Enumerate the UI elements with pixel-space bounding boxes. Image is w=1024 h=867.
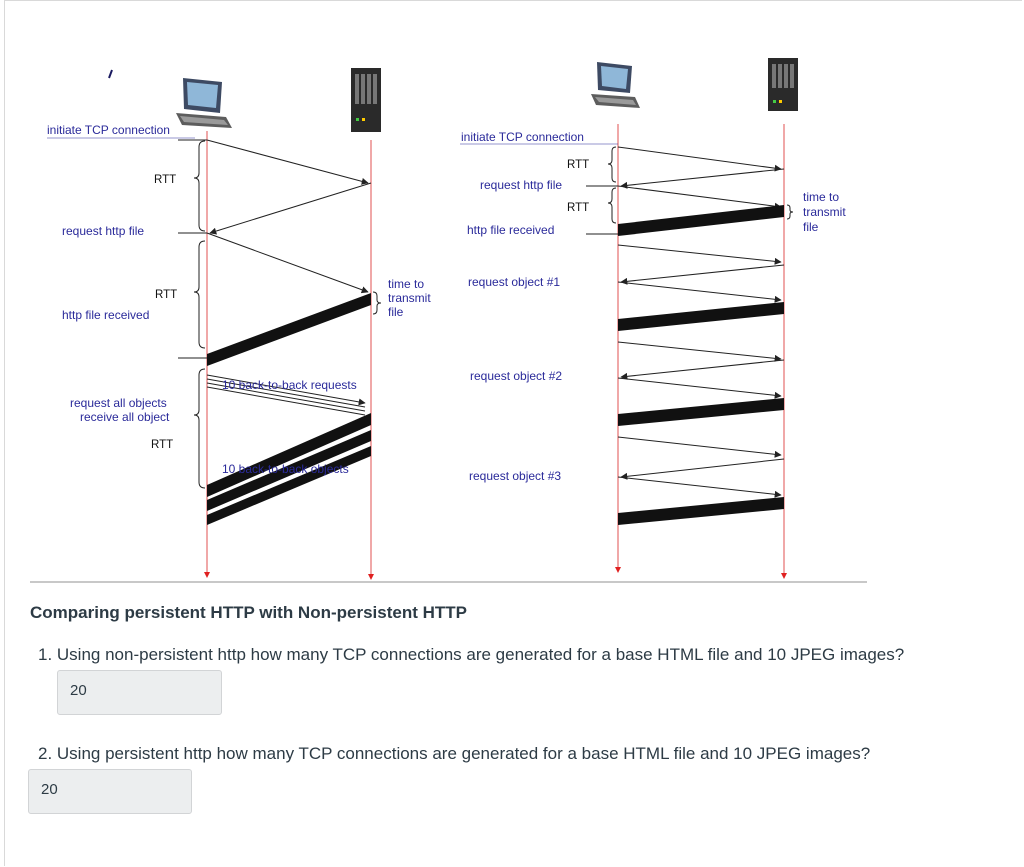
answer-2-field[interactable]: 20 (28, 769, 192, 814)
request-arrow (617, 185, 782, 210)
left-time-to-label: time to (388, 277, 424, 291)
left-request-label: request http file (62, 224, 144, 238)
right-time-to-label: time to (803, 190, 839, 204)
tcp-syn-arrow (206, 139, 369, 185)
right-received-label: http file received (467, 223, 554, 237)
left-rtt-label-3: RTT (151, 439, 173, 451)
question-1-text: 1. Using non-persistent http how many TC… (38, 645, 905, 664)
answer-1-field[interactable]: 20 (57, 670, 222, 715)
file-transfer-bar (207, 293, 371, 366)
left-file-label: file (388, 305, 404, 319)
tcp-syn-arrow (617, 146, 782, 172)
client-time-arrow (204, 572, 210, 578)
question-2-text: 2. Using persistent http how many TCP co… (38, 744, 871, 763)
object-1-exchange (617, 244, 785, 331)
object-2-exchange (617, 341, 785, 426)
rtt-brace-1 (193, 140, 206, 232)
left-received-label: http file received (62, 308, 149, 322)
right-rtt-label-2: RTT (567, 202, 589, 214)
right-transmit-label: transmit (803, 205, 846, 219)
request-arrow (206, 232, 369, 294)
left-transmit-label: transmit (388, 291, 431, 305)
client-time-arrow (615, 567, 621, 573)
right-object-3-label: request object #3 (469, 469, 561, 483)
right-object-2-label: request object #2 (470, 369, 562, 383)
transmit-brace (372, 291, 382, 315)
server-icon (351, 68, 381, 132)
rtt-brace-1 (607, 146, 617, 183)
b2b-objects-label: 10 back-to-back objects (222, 462, 349, 476)
left-request-all-label: request all objects (70, 396, 167, 410)
right-object-1-label: request object #1 (468, 275, 560, 289)
left-initiate-label: initiate TCP connection (47, 123, 170, 137)
transmit-brace (786, 204, 794, 220)
object-3-exchange (617, 436, 785, 525)
left-rtt-label-1: RTT (154, 174, 176, 186)
right-initiate-label: initiate TCP connection (461, 130, 584, 144)
tcp-synack-arrow (209, 182, 372, 235)
content-frame (4, 0, 1022, 866)
left-receive-all-label: receive all object (80, 410, 170, 424)
divider (30, 581, 867, 583)
back-to-back-requests (206, 374, 366, 416)
left-rtt-label-2: RTT (155, 289, 177, 301)
back-to-back-objects (207, 413, 371, 525)
stray-mark (108, 69, 113, 79)
tcp-synack-arrow (620, 168, 785, 189)
b2b-requests-label: 10 back-to-back requests (222, 378, 357, 392)
server-time-arrow (781, 573, 787, 579)
http-comparison-diagram: initiate TCP connection RTT request http… (47, 58, 846, 580)
right-request-label: request http file (480, 178, 562, 192)
rtt-brace-2 (193, 240, 206, 349)
section-title: Comparing persistent HTTP with Non-persi… (30, 603, 467, 622)
rtt-brace-2 (607, 187, 617, 224)
file-transfer-bar (618, 205, 784, 236)
client-computer-icon (176, 78, 232, 128)
right-rtt-label-1: RTT (567, 159, 589, 171)
client-computer-icon (591, 62, 640, 108)
server-icon (768, 58, 798, 111)
server-time-arrow (368, 574, 374, 580)
rtt-brace-3 (193, 368, 206, 489)
right-file-label: file (803, 220, 819, 234)
